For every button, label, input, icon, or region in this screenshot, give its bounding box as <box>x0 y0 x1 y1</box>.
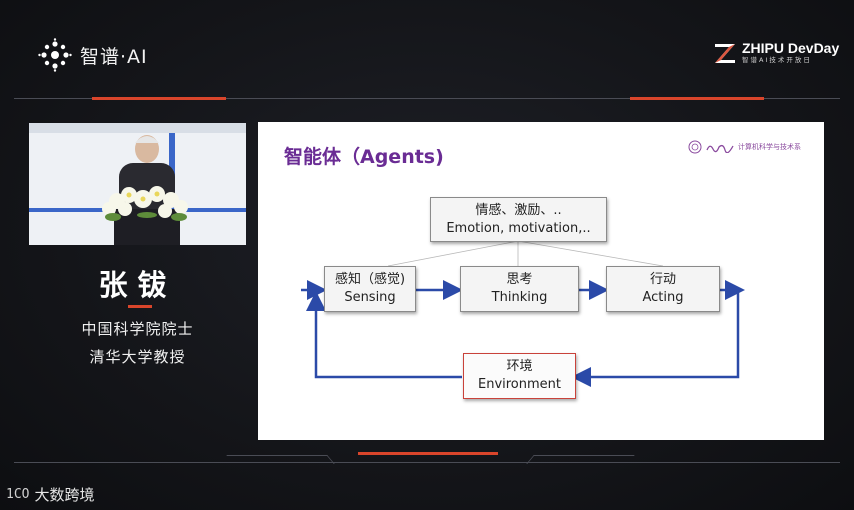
speaker-title-1: 中国科学院院士 <box>81 320 194 338</box>
acting-to-environment-loop <box>571 290 740 387</box>
box-thinking-en: Thinking <box>491 290 548 305</box>
name-underline <box>128 305 152 308</box>
environment-to-sensing-loop <box>306 291 462 379</box>
university-calligraphy-icon <box>706 144 734 153</box>
box-emotion-cn: 情感、激励、.. <box>475 202 562 218</box>
watermark-text: 大数跨境 <box>34 486 95 504</box>
presentation-slide: 智能体（Agents) 计算机科学与技术系 情感、激励、.. Em <box>258 122 824 440</box>
speaker-title-2: 清华大学教授 <box>89 348 186 366</box>
bottom-bracket-right <box>526 455 635 464</box>
speaker-photo-illustration <box>29 123 246 245</box>
bottom-frame-line <box>14 462 840 463</box>
bottom-bracket-left <box>226 455 335 464</box>
slide-title: 智能体（Agents) <box>284 146 444 168</box>
emotion-link-sensing <box>387 240 519 267</box>
box-thinking: 思考 Thinking <box>460 266 579 312</box>
box-emotion: 情感、激励、.. Emotion, motivation,.. <box>430 197 607 242</box>
box-sensing-en: Sensing <box>344 290 396 305</box>
devday-logo: ZHIPU DevDay 智谱AI技术开放日 <box>712 40 839 66</box>
box-environment: 环境 Environment <box>463 353 576 399</box>
box-acting-cn: 行动 <box>649 272 676 287</box>
tsinghua-logo: 计算机科学与技术系 <box>688 140 801 154</box>
box-emotion-en: Emotion, motivation,.. <box>446 220 591 236</box>
box-sensing: 感知（感觉) Sensing <box>324 266 416 312</box>
university-seal-icon <box>688 140 702 154</box>
brand-left-text: 智谱·AI <box>80 45 148 68</box>
box-environment-en: Environment <box>477 377 561 392</box>
zhipu-logo: 智谱·AI <box>38 38 148 72</box>
bottom-accent <box>358 452 498 455</box>
devday-subtitle: 智谱AI技术开放日 <box>742 56 812 64</box>
box-sensing-cn: 感知（感觉) <box>334 272 406 287</box>
emotion-link-acting <box>517 240 664 267</box>
top-frame-line <box>14 98 840 99</box>
speaker-name: 张钹 <box>98 268 177 302</box>
diagram-connectors <box>301 240 745 387</box>
speaker-video <box>29 123 246 245</box>
zhipu-dots-icon <box>38 38 72 72</box>
devday-name: ZHIPU DevDay <box>742 40 840 56</box>
top-accent-right <box>630 97 764 100</box>
watermark: 1CO 大数跨境 <box>6 484 95 505</box>
watermark-logo: 1CO <box>6 487 30 502</box>
box-environment-cn: 环境 <box>506 359 533 374</box>
department-name: 计算机科学与技术系 <box>738 143 801 151</box>
top-accent-left <box>92 97 226 100</box>
box-acting: 行动 Acting <box>606 266 720 312</box>
box-thinking-cn: 思考 <box>506 272 533 287</box>
box-acting-en: Acting <box>642 290 684 305</box>
z-logo-icon <box>715 44 735 63</box>
